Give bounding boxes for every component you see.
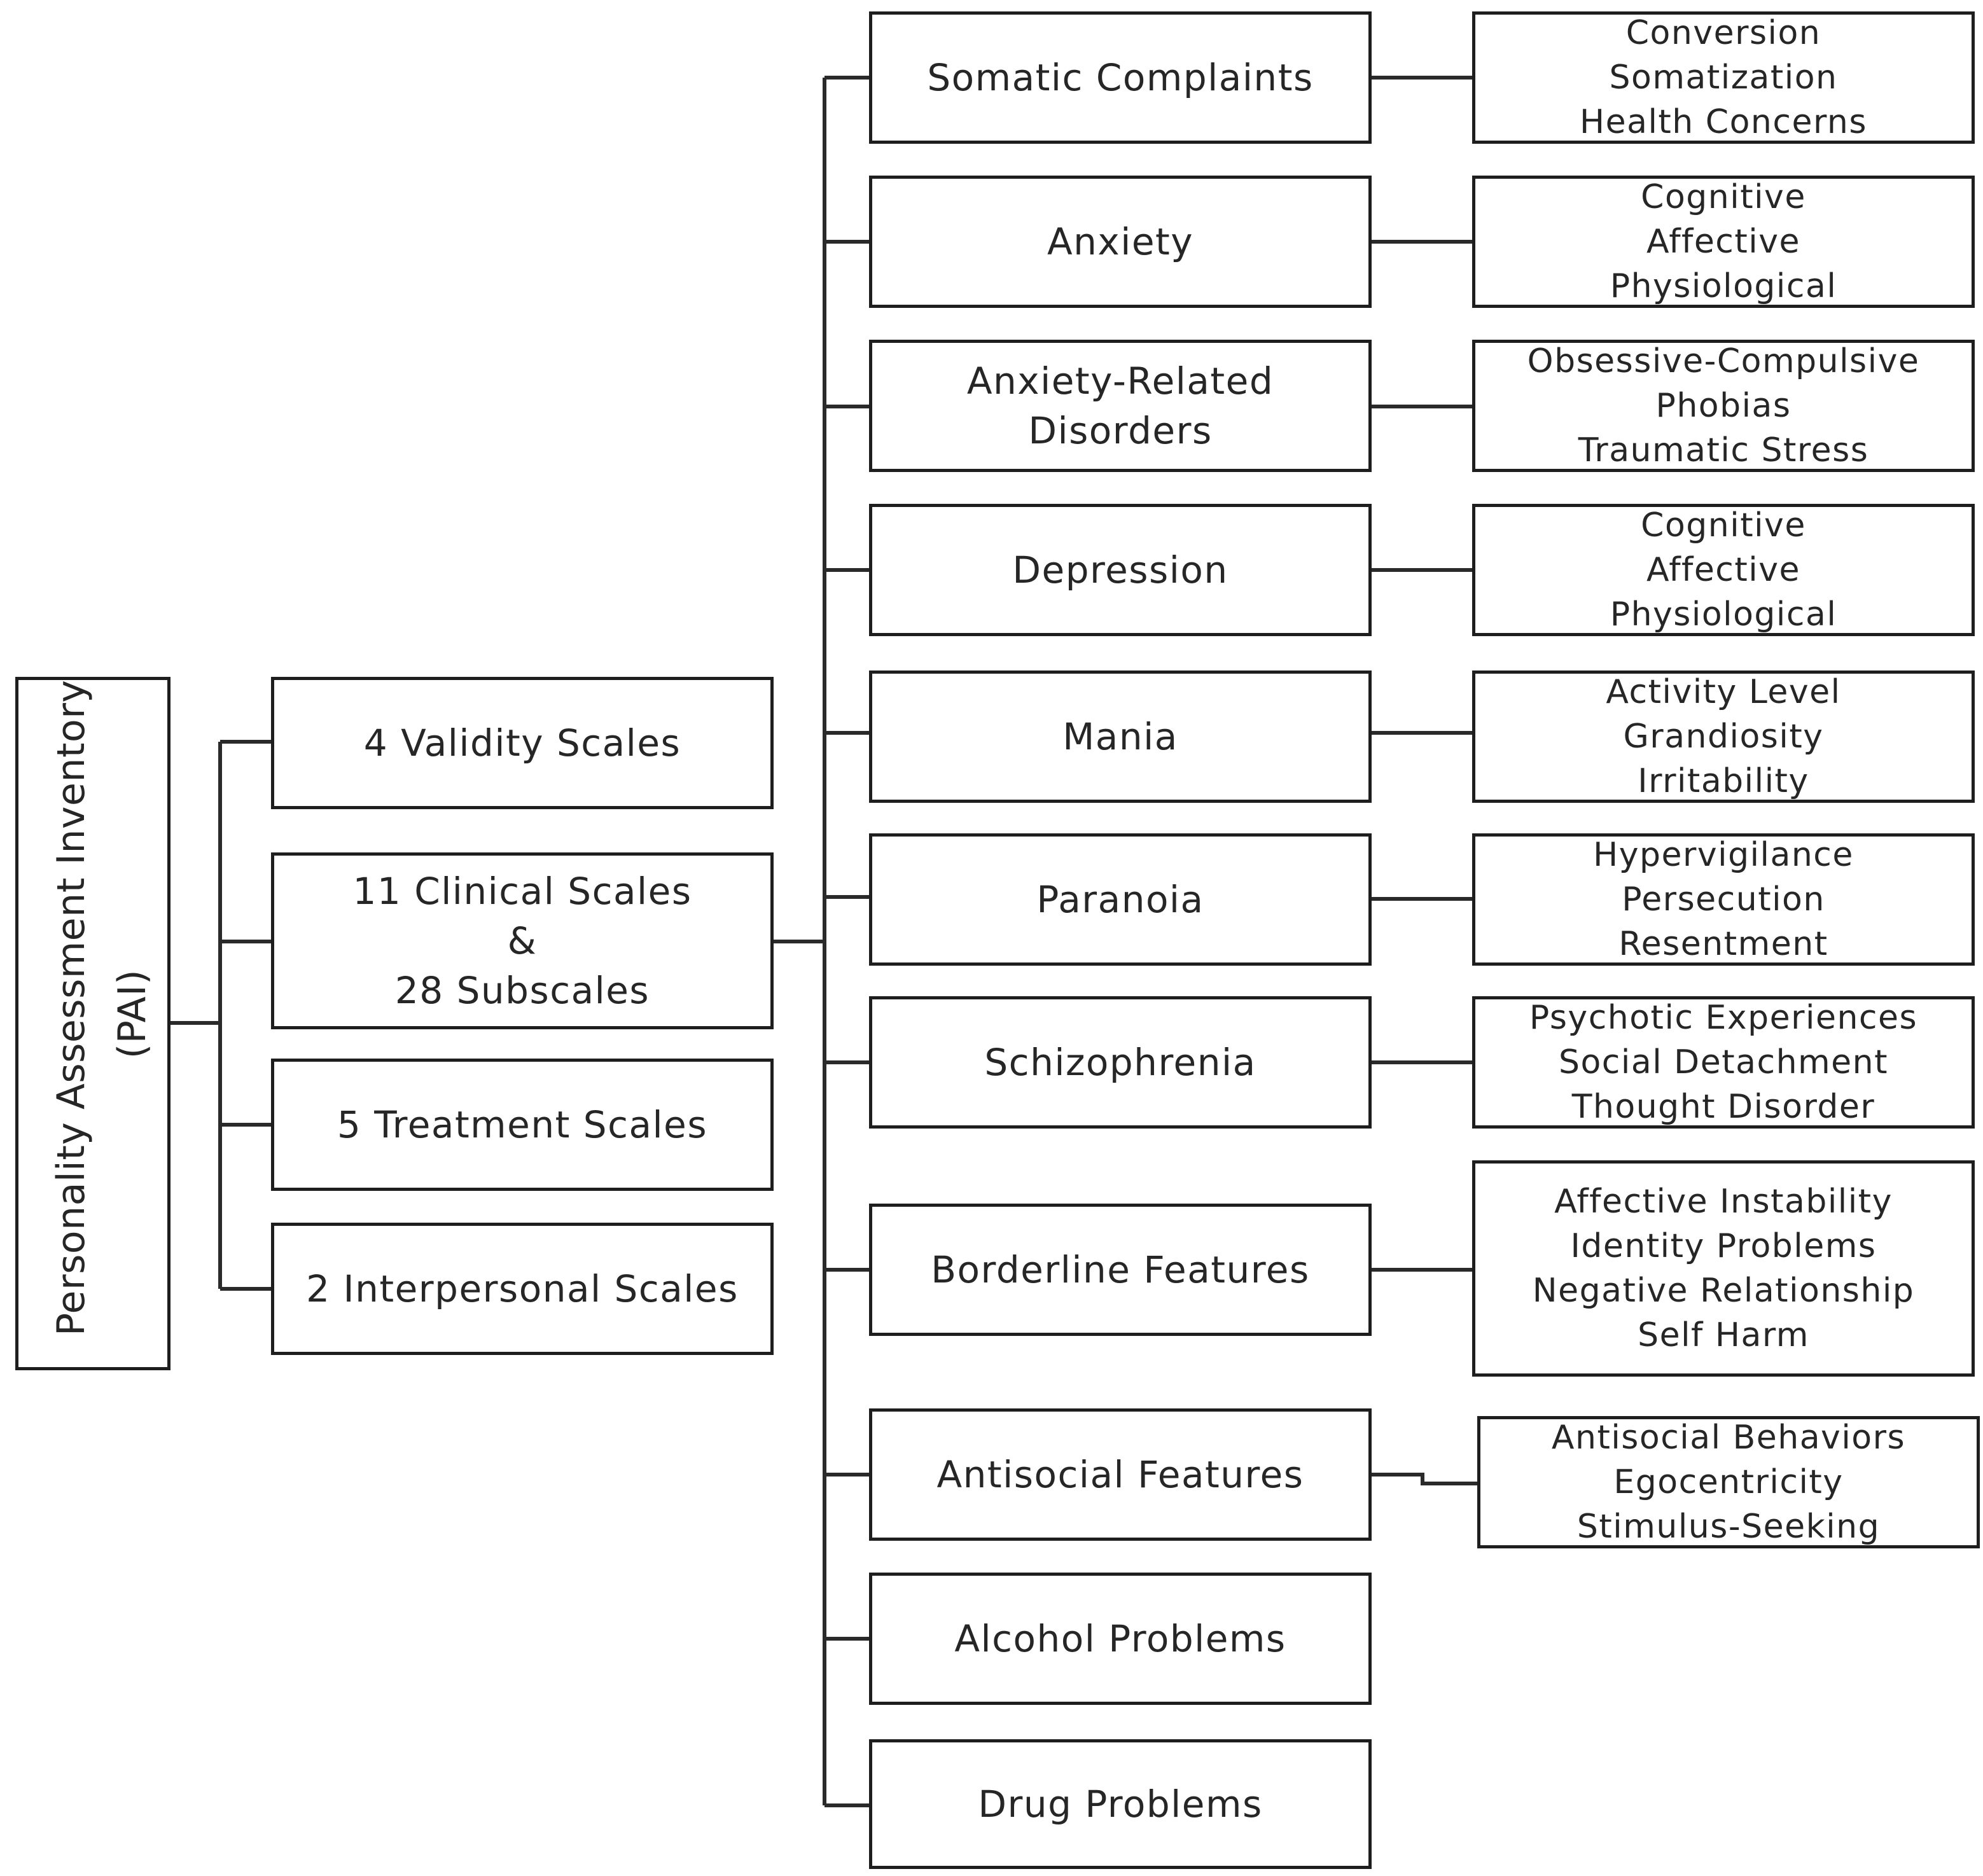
- clinical-scale-name: Depression: [1012, 548, 1228, 592]
- subscale-item: Psychotic Experiences: [1529, 999, 1918, 1037]
- clinical-scale-name: Paranoia: [1036, 878, 1204, 921]
- subscales-borderline-features: Affective Instability Identity Problems …: [1472, 1160, 1975, 1377]
- interpersonal-scales-label: 2 Interpersonal Scales: [306, 1267, 739, 1310]
- clinical-scale-anxiety: Anxiety: [869, 176, 1372, 308]
- subscale-item: Traumatic Stress: [1578, 431, 1869, 469]
- subscale-item: Activity Level: [1606, 673, 1841, 711]
- clinical-scales-line: 28 Subscales: [394, 969, 650, 1012]
- subscales-antisocial-features: Antisocial Behaviors Egocentricity Stimu…: [1477, 1416, 1980, 1548]
- clinical-scale-somatic-complaints: Somatic Complaints: [869, 11, 1372, 144]
- clinical-scale-borderline-features: Borderline Features: [869, 1204, 1372, 1336]
- clinical-scales-line: &: [507, 919, 538, 962]
- subscale-item: Social Detachment: [1558, 1043, 1889, 1081]
- clinical-scales-box: 11 Clinical Scales & 28 Subscales: [271, 852, 774, 1029]
- root-pai-label: Personality Assessment Inventory (PAI): [41, 679, 163, 1336]
- subscale-item: Affective: [1646, 551, 1800, 589]
- subscale-item: Somatization: [1609, 59, 1838, 97]
- clinical-scale-antisocial-features: Antisocial Features: [869, 1408, 1372, 1541]
- subscale-item: Cognitive: [1641, 506, 1806, 545]
- interpersonal-scales-box: 2 Interpersonal Scales: [271, 1223, 774, 1355]
- validity-scales-box: 4 Validity Scales: [271, 677, 774, 809]
- subscale-item: Cognitive: [1641, 178, 1806, 216]
- subscale-item: Resentment: [1618, 925, 1828, 963]
- clinical-scale-name: Somatic Complaints: [927, 56, 1314, 99]
- subscale-item: Health Concerns: [1580, 103, 1867, 141]
- clinical-scale-alcohol-problems: Alcohol Problems: [869, 1573, 1372, 1705]
- subscale-item: Thought Disorder: [1571, 1088, 1875, 1126]
- root-pai-box: [15, 677, 170, 1370]
- subscales-anxiety: Cognitive Affective Physiological: [1472, 176, 1975, 308]
- clinical-scale-paranoia: Paranoia: [869, 833, 1372, 966]
- subscale-item: Physiological: [1610, 595, 1837, 634]
- clinical-scale-name: Drug Problems: [978, 1782, 1263, 1826]
- subscales-schizophrenia: Psychotic Experiences Social Detachment …: [1472, 996, 1975, 1129]
- subscales-mania: Activity Level Grandiosity Irritability: [1472, 670, 1975, 803]
- subscales-anxiety-related-disorders: Obsessive-Compulsive Phobias Traumatic S…: [1472, 340, 1975, 472]
- subscale-item: Identity Problems: [1570, 1227, 1877, 1265]
- validity-scales-label: 4 Validity Scales: [363, 721, 681, 765]
- subscales-somatic-complaints: Conversion Somatization Health Concerns: [1472, 11, 1975, 144]
- clinical-scale-mania: Mania: [869, 670, 1372, 803]
- clinical-scale-name: Anxiety: [1047, 220, 1194, 263]
- subscale-item: Self Harm: [1638, 1316, 1809, 1354]
- subscale-item: Irritability: [1638, 762, 1809, 800]
- subscale-item: Physiological: [1610, 267, 1837, 305]
- clinical-scale-name: Alcohol Problems: [954, 1617, 1286, 1660]
- root-abbr: (PAI): [110, 969, 155, 1059]
- clinical-scale-name: Borderline Features: [931, 1248, 1310, 1291]
- treatment-scales-label: 5 Treatment Scales: [337, 1103, 708, 1146]
- subscale-item: Phobias: [1655, 387, 1792, 425]
- subscale-item: Obsessive-Compulsive: [1527, 342, 1920, 380]
- clinical-scale-drug-problems: Drug Problems: [869, 1739, 1372, 1869]
- subscale-item: Conversion: [1625, 14, 1821, 52]
- clinical-scale-anxiety-related-disorders: Anxiety-Related Disorders: [869, 340, 1372, 472]
- clinical-scales-line: 11 Clinical Scales: [352, 870, 692, 913]
- subscale-item: Negative Relationship: [1532, 1272, 1915, 1310]
- subscale-item: Hypervigilance: [1593, 836, 1854, 874]
- subscales-depression: Cognitive Affective Physiological: [1472, 504, 1975, 636]
- subscale-item: Persecution: [1622, 880, 1825, 919]
- root-title: Personality Assessment Inventory: [49, 679, 94, 1336]
- subscale-item: Affective Instability: [1554, 1183, 1893, 1221]
- clinical-scale-name-line: Disorders: [1028, 409, 1213, 452]
- subscale-item: Grandiosity: [1623, 718, 1824, 756]
- clinical-scale-name: Schizophrenia: [984, 1041, 1256, 1084]
- subscale-item: Egocentricity: [1613, 1463, 1844, 1501]
- subscales-paranoia: Hypervigilance Persecution Resentment: [1472, 833, 1975, 966]
- clinical-scale-depression: Depression: [869, 504, 1372, 636]
- clinical-scale-schizophrenia: Schizophrenia: [869, 996, 1372, 1129]
- subscale-item: Stimulus-Seeking: [1576, 1508, 1881, 1546]
- clinical-scale-name-line: Anxiety-Related: [966, 359, 1274, 403]
- clinical-scale-name: Mania: [1062, 715, 1178, 758]
- subscale-item: Antisocial Behaviors: [1551, 1419, 1906, 1457]
- subscale-item: Affective: [1646, 223, 1800, 261]
- treatment-scales-box: 5 Treatment Scales: [271, 1059, 774, 1191]
- clinical-scale-name: Antisocial Features: [936, 1453, 1304, 1496]
